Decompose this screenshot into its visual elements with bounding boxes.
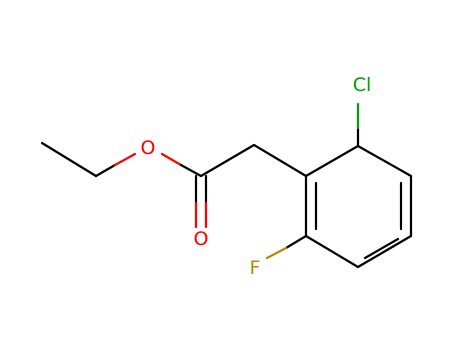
ester-oxygen-label: O bbox=[141, 137, 156, 159]
ring-bond-2 bbox=[356, 144, 413, 178]
ring-bond-1 bbox=[304, 144, 360, 178]
ring-bond-4 bbox=[356, 234, 413, 269]
ring-inner-3 bbox=[363, 237, 400, 260]
bond-c-ch2 bbox=[199, 143, 256, 178]
fluorine-label: F bbox=[250, 257, 261, 279]
ring-bond-5 bbox=[304, 234, 360, 269]
atom-labels: O O Cl F bbox=[141, 74, 372, 279]
bonds bbox=[40, 102, 413, 269]
bond-c-f-black bbox=[284, 234, 308, 250]
bond-o-c-red bbox=[160, 152, 183, 167]
bond-o-c-black bbox=[179, 163, 203, 178]
bond-ch3-ch2 bbox=[40, 141, 98, 178]
chlorine-label: Cl bbox=[353, 74, 372, 96]
bond-c-f-gold bbox=[265, 246, 288, 260]
bond-ch2-o-red bbox=[113, 152, 137, 167]
bond-ch2-ring bbox=[252, 143, 308, 178]
carbonyl-oxygen-label: O bbox=[194, 228, 209, 250]
bond-ch2-o-black bbox=[94, 163, 117, 178]
